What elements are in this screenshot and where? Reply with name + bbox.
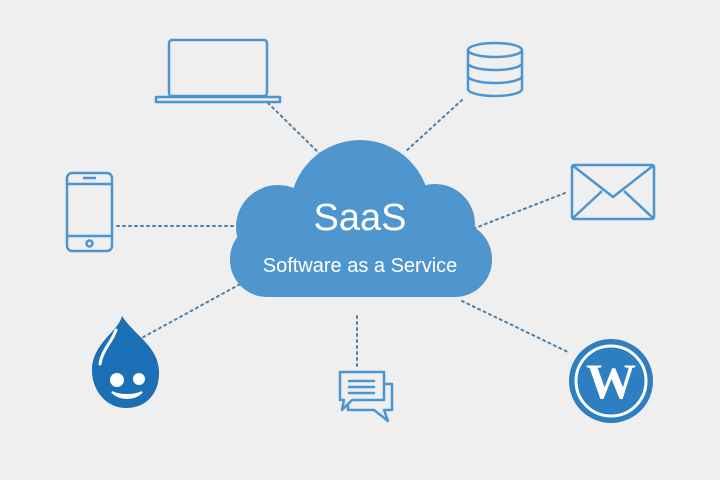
- connector-laptop: [267, 102, 327, 161]
- connectors: [116, 99, 569, 367]
- laptop-icon: [154, 38, 282, 104]
- connector-drupal: [137, 281, 245, 341]
- drupal-logo-icon: [91, 316, 160, 408]
- mobile-phone-icon: [65, 171, 114, 253]
- database-icon: [466, 41, 524, 98]
- svg-text:W: W: [586, 353, 636, 409]
- envelope-icon: [570, 163, 656, 221]
- chat-bubbles-icon: [338, 370, 394, 423]
- connector-database: [404, 99, 463, 153]
- connector-envelope: [469, 192, 566, 231]
- cloud-shape: [230, 140, 492, 297]
- cloud-title: SaaS: [313, 197, 407, 239]
- cloud-subtitle: Software as a Service: [262, 255, 458, 277]
- wordpress-logo-icon: W: [569, 339, 653, 423]
- connector-wordpress: [461, 300, 569, 353]
